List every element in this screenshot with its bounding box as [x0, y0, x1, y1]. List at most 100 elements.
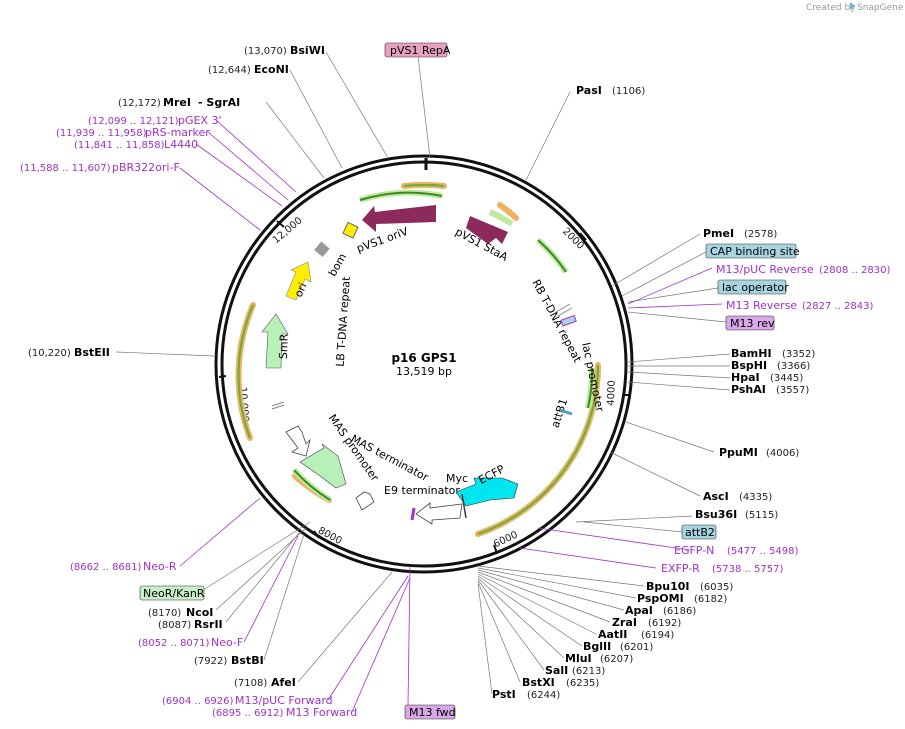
primer-neo-f: (8052 .. 8071) Neo-F [138, 636, 243, 649]
plasmid-name: p16 GPS1 [391, 351, 456, 365]
enzyme-ncoi: (8170) NcoI [148, 606, 213, 619]
svg-text:(6035): (6035) [700, 582, 733, 593]
svg-text:(6904 .. 6926): (6904 .. 6926) [162, 696, 234, 707]
svg-text:lac operator: lac operator [722, 281, 789, 294]
svg-text:(5738 .. 5757): (5738 .. 5757) [712, 564, 784, 575]
svg-text:(13,070): (13,070) [244, 46, 287, 57]
primer-egfp-n: EGFP-N (5477 .. 5498) [674, 544, 799, 557]
svg-text:BsiWI: BsiWI [290, 44, 325, 57]
enzyme-pmei: PmeI (2578) [703, 227, 777, 240]
svg-text:ApaI: ApaI [625, 604, 653, 617]
orf-inner-lines [237, 183, 600, 535]
svg-text:(8052 .. 8071): (8052 .. 8071) [138, 638, 210, 649]
svg-text:(6192): (6192) [648, 618, 681, 629]
svg-text:(7108): (7108) [234, 678, 267, 689]
svg-text:(8170): (8170) [148, 608, 181, 619]
svg-text:PspOMI: PspOMI [637, 592, 684, 605]
svg-text:pBR322ori-F: pBR322ori-F [112, 161, 180, 174]
enzyme-bglii: BglII (6201) [583, 640, 653, 653]
attb2-box: attB2 [681, 524, 717, 540]
pvs1-repa-box: pVS1 RepA [384, 42, 451, 58]
primer-l4440: (11,841 .. 11,858) L4440 [74, 138, 198, 151]
backbone-outer-strand [214, 154, 634, 574]
primer-leaders [179, 119, 723, 713]
pvs1-small-yellow-box [342, 221, 359, 239]
svg-text:pVS1 RepA: pVS1 RepA [390, 44, 451, 57]
svg-text:EGFP-N: EGFP-N [674, 544, 714, 557]
svg-text:PmeI: PmeI [703, 227, 734, 240]
svg-text:Bsu36I: Bsu36I [695, 508, 737, 521]
small-white-arrow [355, 491, 375, 511]
enzyme-aatii: AatII (6194) [598, 628, 674, 641]
svg-text:(2827 .. 2843): (2827 .. 2843) [802, 301, 874, 312]
pvs1-oriv-label: pVS1 oriV [355, 225, 410, 256]
enzyme-hpai: HpaI (3445) [731, 371, 803, 384]
lb-tdna-label: LB T-DNA repeat [334, 275, 353, 367]
bom-box [314, 241, 330, 258]
svg-text:Neo-R: Neo-R [143, 560, 177, 573]
enzyme-apai: ApaI (6186) [625, 604, 696, 617]
lac-operator-box: lac operator [717, 279, 789, 295]
svg-text:HpaI: HpaI [731, 371, 760, 384]
primer-neo-r: (8662 .. 8681) Neo-R [70, 560, 177, 573]
smr-arrow [261, 313, 289, 369]
snapgene-logo-icon [850, 2, 855, 10]
svg-text:(12,099 .. 12,121): (12,099 .. 12,121) [88, 116, 179, 127]
svg-text:(12,172): (12,172) [118, 98, 161, 109]
svg-text:M13/pUC Forward: M13/pUC Forward [235, 694, 333, 707]
svg-text:(5115): (5115) [745, 510, 778, 521]
enzyme-asci: AscI (4335) [703, 490, 772, 503]
pvs1-oriv-arrow [362, 205, 436, 232]
svg-text:(2578): (2578) [744, 229, 777, 240]
primer-m13-reverse: M13 Reverse (2827 .. 2843) [726, 299, 874, 312]
svg-text:ZraI: ZraI [612, 616, 637, 629]
backbone-inner-strand [220, 160, 628, 568]
pvs1-staa-arrow [466, 216, 508, 244]
primer-prsmarker: (11,939 .. 11,958) pRS-marker [56, 126, 210, 139]
enzyme-bsiwi: (13,070) BsiWI [244, 44, 325, 57]
cap-binding-site-box: CAP binding site [705, 243, 800, 259]
svg-text:EXFP-R: EXFP-R [661, 562, 700, 575]
m13-fwd-box: M13 fwd [404, 704, 456, 720]
ori-label: ori [292, 281, 310, 299]
ori-arrow [285, 261, 312, 301]
enzyme-bstbi: (7922) BstBI [194, 654, 264, 667]
svg-text:(4006): (4006) [766, 448, 799, 459]
svg-text:(11,939 .. 11,958): (11,939 .. 11,958) [56, 128, 147, 139]
enzyme-bsteii: (10,220) BstEII [28, 346, 110, 359]
svg-text:BstXI: BstXI [522, 676, 555, 689]
enzyme-afei: (7108) AfeI [234, 676, 296, 689]
plasmid-size: 13,519 bp [396, 365, 452, 378]
svg-text:NeoR/KanR: NeoR/KanR [143, 587, 205, 600]
smr-label: SmR [277, 333, 291, 359]
neor-kanr-box: NeoR/KanR [139, 585, 205, 601]
enzyme-rsrii: (8087) RsrII [158, 618, 223, 631]
svg-text:EcoNI: EcoNI [254, 63, 289, 76]
svg-text:(6194): (6194) [641, 630, 674, 641]
enzyme-sali: SalI (6213) [545, 664, 605, 677]
svg-text:M13 rev: M13 rev [730, 317, 775, 330]
svg-text:(6207): (6207) [600, 654, 633, 665]
svg-text:M13 fwd: M13 fwd [409, 706, 456, 719]
svg-text:PpuMI: PpuMI [719, 446, 758, 459]
created-by-label: Created by [806, 3, 856, 13]
svg-text:MluI: MluI [565, 652, 592, 665]
primer-exfp-r: EXFP-R (5738 .. 5757) [661, 562, 784, 575]
svg-text:(11,588 .. 11,607): (11,588 .. 11,607) [20, 163, 111, 174]
svg-text:(1106): (1106) [612, 86, 645, 97]
svg-text:RsrII: RsrII [194, 618, 223, 631]
lb-tdna-marker [271, 401, 285, 407]
lac-operator-marker [560, 314, 577, 327]
svg-text:M13 Forward: M13 Forward [286, 706, 357, 719]
svg-text:L4440: L4440 [164, 138, 198, 151]
rb-tdna-marker [555, 303, 571, 313]
attb1-marker [559, 408, 573, 416]
enzyme-leaders [115, 51, 731, 695]
enzyme-bstxi: BstXI (6235) [522, 676, 599, 689]
enzyme-mlui: MluI (6207) [565, 652, 633, 665]
enzyme-pshai: PshAI (3557) [731, 383, 809, 396]
svg-text:(8087): (8087) [158, 620, 191, 631]
svg-text:PasI: PasI [576, 84, 602, 97]
bom-label: bom [326, 251, 349, 279]
svg-text:(6244): (6244) [527, 690, 560, 701]
